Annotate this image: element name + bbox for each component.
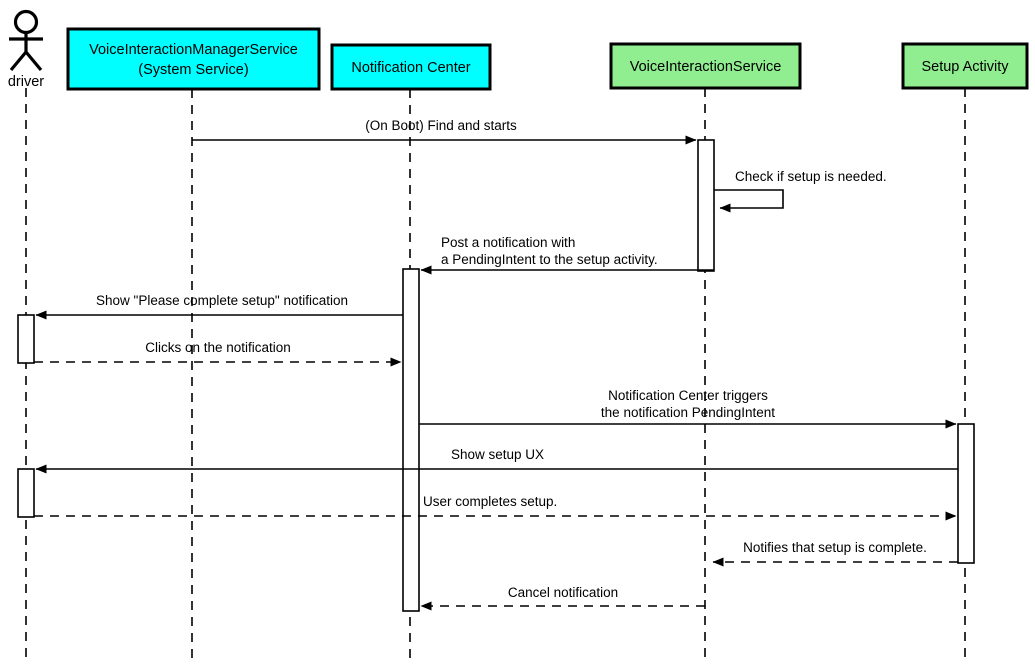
msg-on-boot-find-and-starts-label: (On Boot) Find and starts bbox=[365, 118, 517, 133]
participant-label-setup-activity: Setup Activity bbox=[921, 59, 1009, 75]
msg-notification-center-triggers-pendingintent-label: Notification Center triggers bbox=[608, 388, 768, 403]
msg-on-boot-find-and-starts[interactable]: (On Boot) Find and starts bbox=[192, 118, 697, 145]
actor-leg-right-icon bbox=[24, 50, 43, 72]
msg-check-if-setup-is-needed-line bbox=[714, 189, 784, 213]
msg-post-a-notification[interactable]: Post a notification with a PendingIntent … bbox=[420, 235, 714, 275]
actor-head-icon bbox=[13, 9, 39, 35]
msg-clicks-on-the-notification[interactable]: Clicks on the notification bbox=[34, 340, 402, 367]
msg-check-if-setup-is-needed[interactable]: Check if setup is needed. bbox=[714, 169, 887, 213]
msg-notification-center-triggers-pendingintent[interactable]: Notification Center triggers the notifica… bbox=[419, 388, 957, 429]
participant-label-vis: VoiceInteractionService bbox=[630, 59, 782, 75]
msg-user-completes-setup-label: User completes setup. bbox=[423, 494, 557, 509]
activation-bar-driver bbox=[17, 314, 35, 364]
participant-sublabel-vims: (System Service) bbox=[138, 62, 248, 78]
msg-cancel-notification[interactable]: Cancel notification bbox=[420, 585, 705, 611]
msg-show-setup-ux-label: Show setup UX bbox=[451, 447, 544, 462]
msg-show-please-complete-setup-notification-label: Show "Please complete setup" notificatio… bbox=[96, 293, 348, 308]
msg-notification-center-triggers-pendingintent-label-line2: the notification PendingIntent bbox=[601, 405, 775, 420]
msg-show-setup-ux[interactable]: Show setup UX bbox=[35, 447, 958, 474]
activation-bar-setup-activity bbox=[957, 423, 975, 564]
msg-user-completes-setup[interactable]: User completes setup. bbox=[34, 494, 957, 521]
activation-bar-notification-center bbox=[402, 268, 420, 612]
activation-bar-vis bbox=[697, 139, 715, 272]
activation-bar-driver bbox=[17, 468, 35, 518]
msg-post-a-notification-label: Post a notification with bbox=[441, 235, 575, 250]
msg-check-if-setup-is-needed-label: Check if setup is needed. bbox=[735, 169, 887, 184]
activation-bars-layer bbox=[17, 139, 975, 612]
msg-clicks-on-the-notification-label: Clicks on the notification bbox=[145, 340, 291, 355]
msg-notifies-that-setup-is-complete[interactable]: Notifies that setup is complete. bbox=[712, 540, 958, 567]
participant-box-notification-center[interactable] bbox=[330, 43, 492, 91]
participant-label-vims: VoiceInteractionManagerService bbox=[89, 42, 298, 58]
participant-label-driver: driver bbox=[8, 74, 44, 90]
participant-label-notification-center: Notification Center bbox=[351, 60, 470, 76]
participant-driver[interactable]: driver bbox=[8, 9, 44, 91]
participant-notification-center[interactable]: Notification Center bbox=[330, 43, 492, 91]
msg-post-a-notification-label-line2: a PendingIntent to the setup activity. bbox=[441, 252, 658, 267]
actor-leg-left-icon bbox=[9, 50, 28, 72]
msg-cancel-notification-label: Cancel notification bbox=[508, 585, 618, 600]
participant-box-vis[interactable] bbox=[609, 42, 802, 90]
participant-setup-activity[interactable]: Setup Activity bbox=[901, 42, 1029, 90]
participant-vis[interactable]: VoiceInteractionService bbox=[609, 42, 802, 90]
participant-box-setup-activity[interactable] bbox=[901, 42, 1029, 90]
msg-notifies-that-setup-is-complete-label: Notifies that setup is complete. bbox=[743, 540, 927, 555]
participant-box-vims[interactable] bbox=[66, 27, 321, 91]
participant-vims[interactable]: VoiceInteractionManagerService (System Se… bbox=[66, 27, 321, 91]
participant-heads-layer: driver VoiceInteractionManagerService (Sys… bbox=[8, 9, 1029, 91]
msg-show-please-complete-setup-notification[interactable]: Show "Please complete setup" notificatio… bbox=[35, 293, 403, 320]
